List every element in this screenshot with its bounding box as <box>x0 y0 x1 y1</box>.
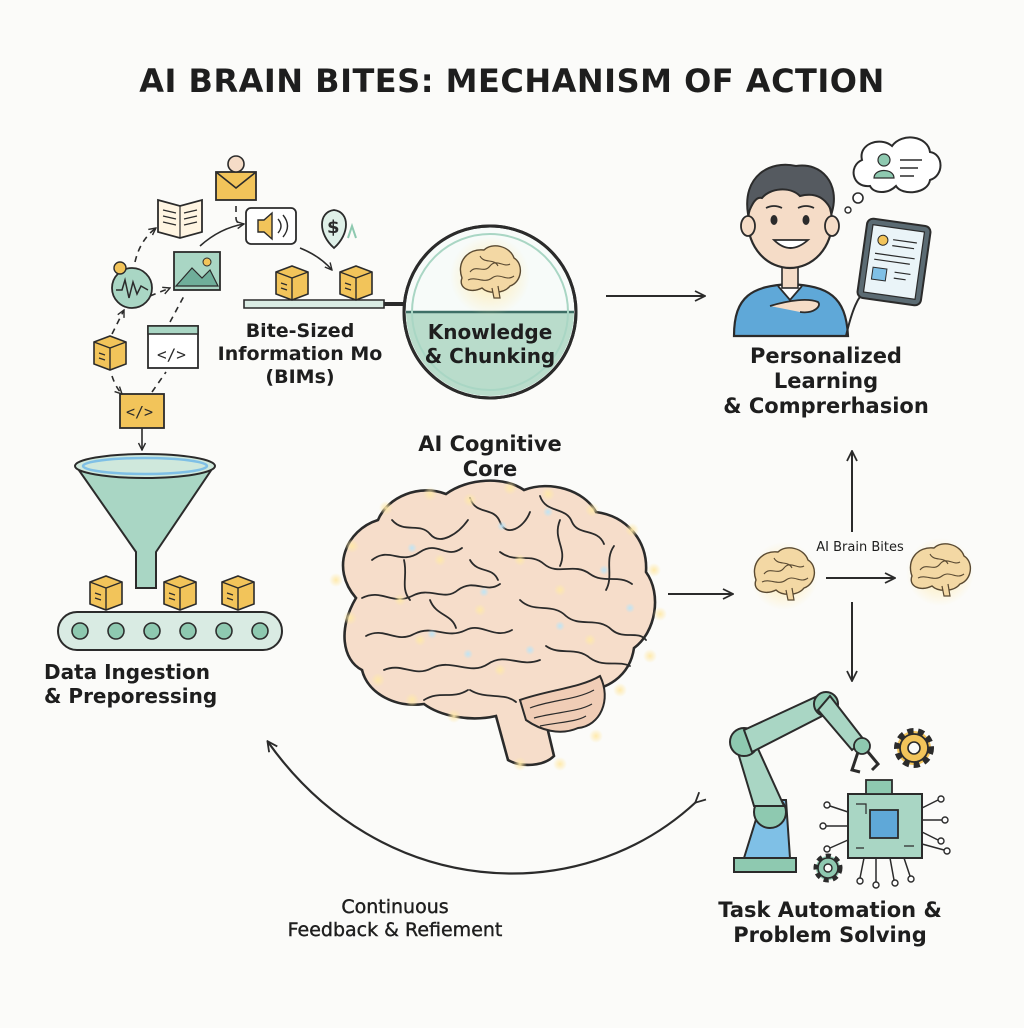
dollar-pin-icon: $ <box>321 209 357 250</box>
magnifier-icon <box>384 224 578 400</box>
bims-label-line3: (BIMs) <box>265 365 335 388</box>
brain-bite-icon-right <box>906 538 974 606</box>
personalized-label-line1: Personalized <box>750 344 902 368</box>
package-icon <box>93 335 127 371</box>
envelope-user-icon <box>215 155 257 201</box>
brain-bite-icon-left <box>750 542 818 610</box>
brain-bites-label: AI Brain Bites <box>816 540 904 555</box>
core-label-line2: Core <box>462 457 518 482</box>
feedback-loop-arrow <box>268 742 696 875</box>
knowledge-label-line2: & Chunking <box>424 344 556 368</box>
automation-label: Task Automation & Problem Solving <box>700 898 960 948</box>
book-icon <box>157 198 203 239</box>
ingestion-label-line2: & Preporessing <box>44 684 218 708</box>
robot-arm-icon <box>729 691 881 873</box>
svg-text:</>: </> <box>126 403 153 421</box>
waveform-icon <box>111 261 153 309</box>
personalized-label-line2: Learning <box>773 369 879 394</box>
speaker-icon <box>245 207 297 245</box>
svg-text:</>: </> <box>157 345 186 364</box>
personalized-label: Personalized Learning & Comprerhasion <box>712 344 940 420</box>
core-label-line1: AI Cognitive <box>418 432 562 456</box>
bims-label-line2: Information Mo <box>217 342 383 365</box>
bims-label: Bite-Sized Information Mo (BIMs) <box>210 320 390 388</box>
ai-core-brain-icon <box>329 479 667 771</box>
tablet-icon <box>856 217 932 307</box>
ingestion-label-line1: Data Ingestion <box>44 660 210 684</box>
thought-bubble-icon <box>844 136 942 214</box>
student-icon <box>732 163 867 338</box>
conveyor-belt-icon <box>57 575 283 651</box>
cluster-flow-arrows <box>111 206 332 450</box>
automation-label-line1: Task Automation & <box>718 898 942 922</box>
personalized-label-line3: & Comprerhasion <box>723 394 929 419</box>
feedback-label: Continuous Feedback & Refiement <box>250 896 540 942</box>
core-label: AI Cognitive Core <box>400 432 580 482</box>
funnel-icon <box>74 453 216 589</box>
knowledge-label-line1: Knowledge <box>427 320 553 344</box>
ingestion-label: Data Ingestion & Preporessing <box>44 660 244 708</box>
automation-label-line2: Problem Solving <box>733 923 927 948</box>
bims-shelf <box>243 265 385 309</box>
knowledge-label: Knowledge & Chunking <box>410 320 570 368</box>
feedback-label-line1: Continuous <box>341 896 449 918</box>
code-window-icon: </> <box>147 325 199 369</box>
page-title: AI BRAIN BITES: MECHANISM OF ACTION <box>139 62 885 100</box>
image-icon <box>173 251 221 291</box>
circuit-chip-icon <box>819 779 951 889</box>
bims-label-line1: Bite-Sized <box>245 320 355 342</box>
gear-icon <box>894 728 934 768</box>
gear-icon-small <box>813 853 843 883</box>
svg-text:$: $ <box>327 217 340 238</box>
code-tag-icon: </> <box>119 393 165 429</box>
feedback-label-line2: Feedback & Refiement <box>287 918 503 941</box>
